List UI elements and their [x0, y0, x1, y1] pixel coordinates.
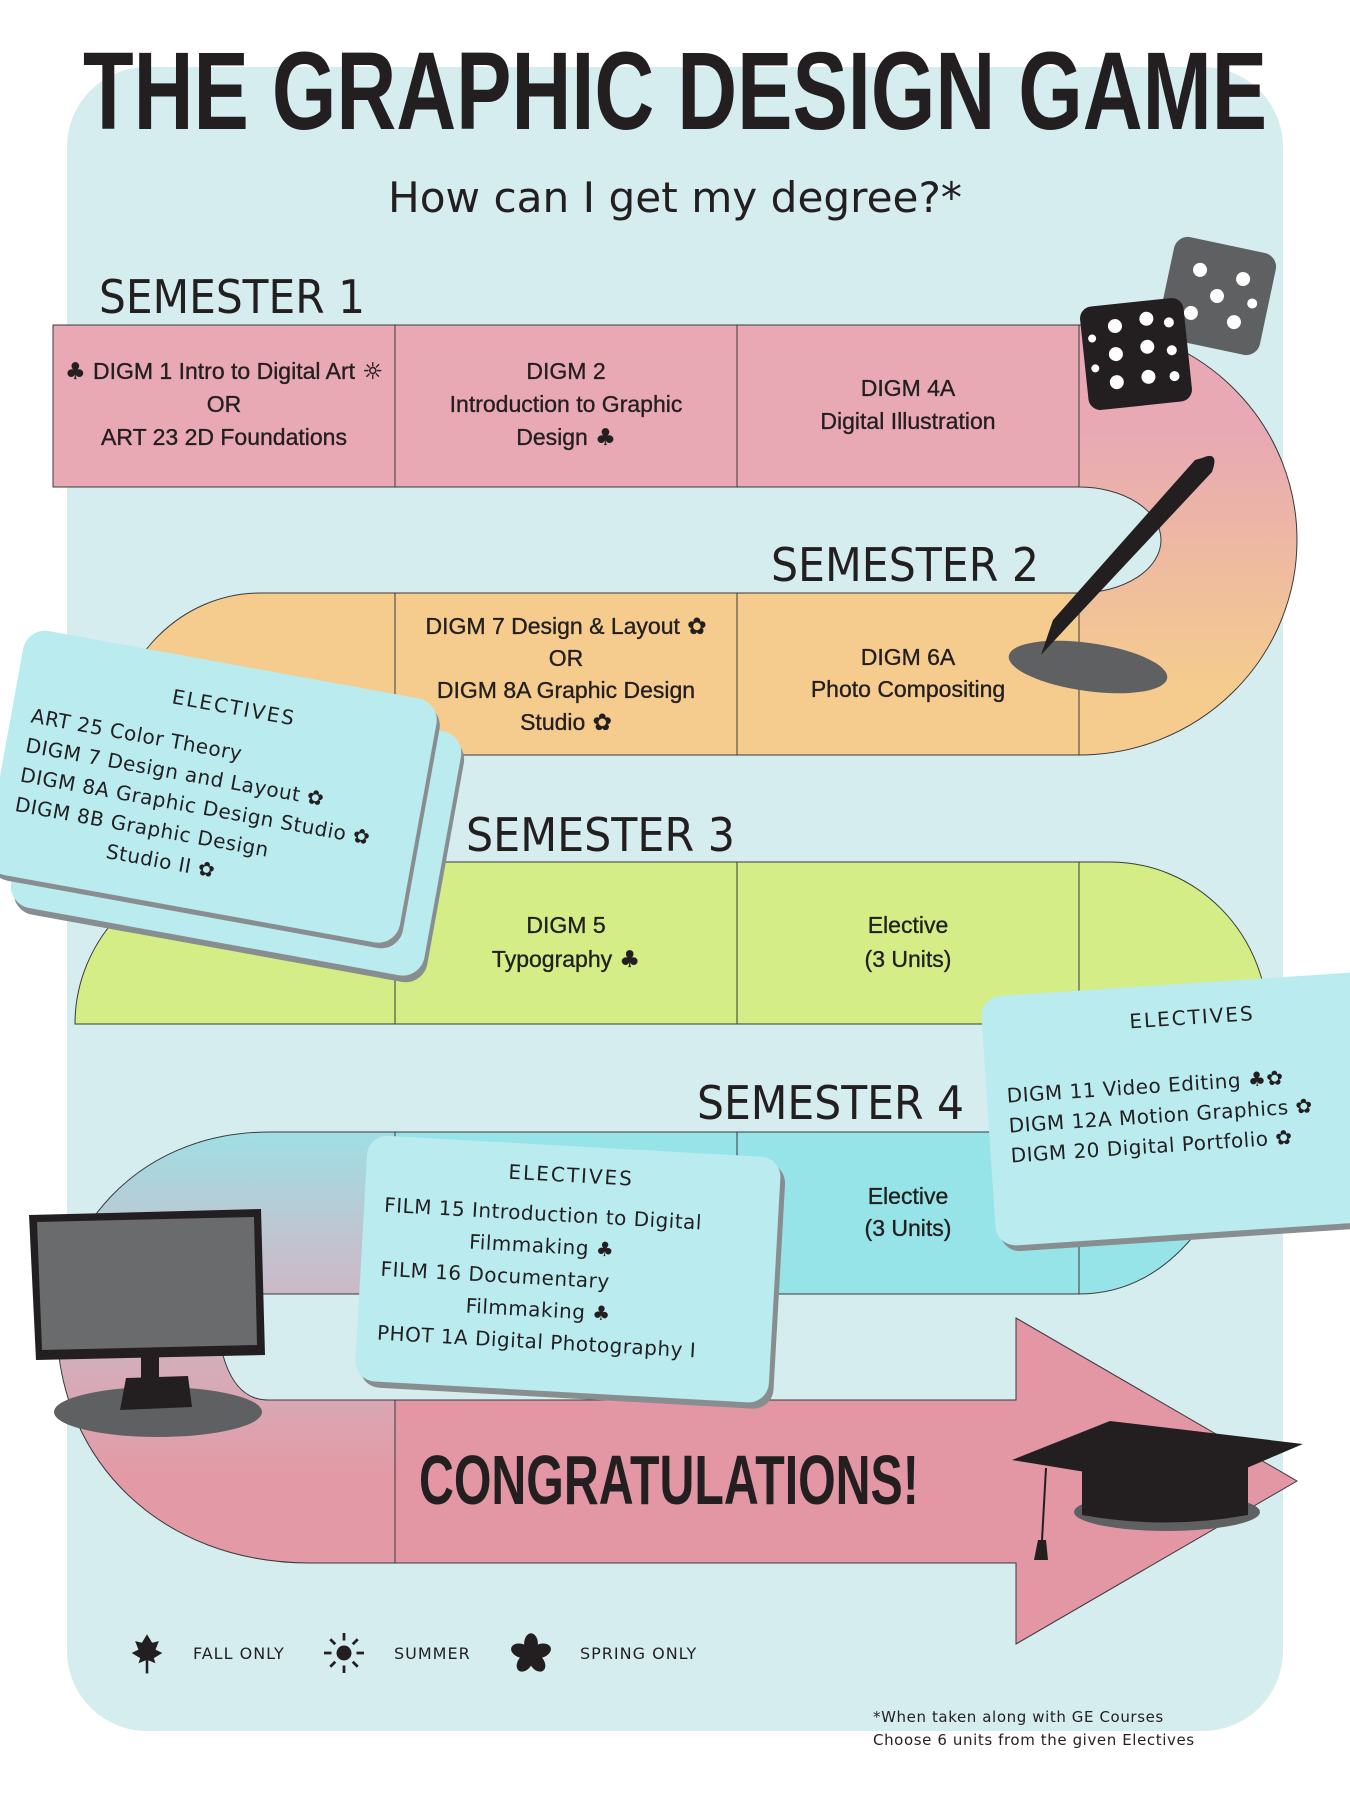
course-cell-digm7-or-8a[interactable]: DIGM 7 Design & Layout ✿ OR DIGM 8A Grap…: [425, 613, 707, 736]
course-cell-digm5[interactable]: DIGM 5 Typography ♣: [492, 912, 640, 973]
flower-icon: ✿: [1265, 1065, 1284, 1090]
course-line: Photo Compositing: [811, 676, 1005, 702]
course-cell-digm6a[interactable]: DIGM 6A Photo Compositing: [811, 644, 1006, 702]
dice-icon: [1080, 236, 1277, 410]
svg-text:Studio ✿: Studio ✿: [520, 709, 612, 736]
course-line: Elective: [868, 1183, 949, 1209]
legend-label-fall: FALL ONLY: [193, 1644, 285, 1663]
fall-icon: ♣: [588, 1236, 615, 1261]
summer-icon: ☼: [355, 359, 383, 385]
page-subtitle: How can I get my degree?*: [388, 173, 962, 222]
course-line: DIGM 7 Design & Layout: [426, 613, 681, 639]
legend: FALL ONLY SUMMER SPRING ONLY: [130, 1631, 697, 1675]
semester-1-label: SEMESTER 1: [99, 270, 365, 324]
fall-icon: ♣: [585, 1300, 612, 1325]
course-line: (3 Units): [865, 946, 952, 972]
course-line: DIGM 4A: [861, 375, 956, 401]
course-line: OR: [549, 645, 584, 671]
legend-label-summer: SUMMER: [394, 1644, 471, 1663]
graduation-cap-icon: [1012, 1421, 1303, 1560]
fall-icon: ♣: [612, 947, 640, 973]
footnote-line-1: *When taken along with GE Courses: [873, 1708, 1164, 1726]
course-line: DIGM 5: [526, 912, 605, 938]
flower-icon: ✿: [1288, 1093, 1314, 1119]
course-cell-digm1[interactable]: ♣ DIGM 1 Intro to Digital Art ☼ OR ART 2…: [65, 358, 383, 450]
course-line: DIGM 2: [526, 358, 605, 384]
flower-icon: ✿: [189, 855, 217, 883]
course-cell-digm4a[interactable]: DIGM 4A Digital Illustration: [820, 375, 995, 434]
svg-text:Typography ♣: Typography ♣: [492, 946, 640, 973]
electives-card-semester-3-4: ELECTIVES DIGM 11 Video Editing ♣✿ DIGM …: [981, 969, 1350, 1252]
flower-icon: ✿: [1268, 1125, 1294, 1151]
finish-arrow: [394, 1317, 1298, 1645]
electives-card-semester-2-3: ELECTIVES ART 25 Color Theory DIGM 7 Des…: [0, 630, 465, 983]
finish-label: CONGRATULATIONS!: [419, 1441, 919, 1519]
course-line: Studio: [520, 709, 585, 735]
course-line: Digital Illustration: [820, 408, 995, 434]
semester-3-label: SEMESTER 3: [466, 808, 735, 862]
course-line: DIGM 6A: [861, 644, 956, 670]
fall-icon: ♣: [1240, 1066, 1267, 1092]
course-line: DIGM 8A Graphic Design: [437, 677, 695, 703]
course-line: Typography: [492, 946, 613, 972]
fall-icon: ♣: [65, 359, 93, 385]
course-cell-digm2[interactable]: DIGM 2 Introduction to Graphic Design ♣: [449, 358, 683, 451]
course-cell-elective-3[interactable]: Elective (3 Units): [864, 912, 952, 972]
fall-icon: ♣: [588, 425, 616, 451]
course-line: ART 23 2D Foundations: [101, 424, 347, 450]
flower-icon: ✿: [298, 783, 326, 811]
footnote-line-2: Choose 6 units from the given Electives: [873, 1731, 1195, 1749]
svg-text:♣ DIGM 1 Intro to Digital Art: ♣ DIGM 1 Intro to Digital Art ☼: [65, 358, 383, 385]
course-line: (3 Units): [865, 1215, 952, 1241]
semester-1-track: [52, 324, 1080, 488]
pencil-icon: [1008, 455, 1215, 694]
course-line: OR: [207, 391, 242, 417]
course-cell-elective-4[interactable]: Elective (3 Units): [864, 1183, 952, 1241]
course-line: DIGM 1 Intro to Digital Art: [93, 358, 356, 384]
flower-icon: ✿: [585, 710, 612, 736]
legend-label-spring: SPRING ONLY: [580, 1644, 697, 1663]
course-line: Design: [516, 424, 588, 450]
svg-text:Filmmaking ♣: Filmmaking ♣: [465, 1293, 611, 1325]
page-title: THE GRAPHIC DESIGN GAME: [83, 30, 1267, 153]
course-line: Introduction to Graphic: [450, 391, 683, 417]
semester-4-label: SEMESTER 4: [697, 1076, 964, 1130]
electives-card-semester-4: ELECTIVES FILM 15 Introduction to Digita…: [355, 1135, 786, 1409]
svg-text:DIGM 7 Design & Layout ✿: DIGM 7 Design & Layout ✿: [426, 613, 707, 640]
monitor-icon: [29, 1209, 265, 1437]
flower-icon: ✿: [344, 822, 372, 850]
svg-text:Design ♣: Design ♣: [516, 424, 616, 451]
flower-icon: ✿: [680, 614, 707, 640]
course-line: Elective: [868, 912, 949, 938]
semester-2-label: SEMESTER 2: [771, 538, 1039, 592]
